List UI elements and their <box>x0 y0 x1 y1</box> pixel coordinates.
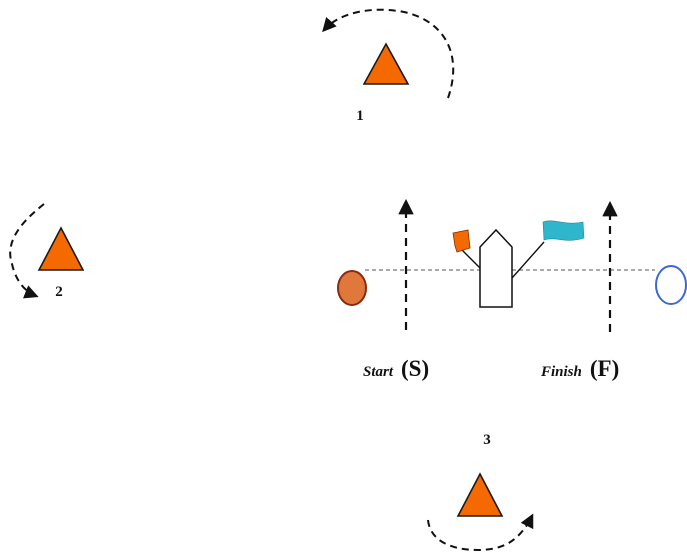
mark-3: 3 <box>427 432 534 552</box>
blue-flag-icon <box>511 220 585 279</box>
start-word: Start <box>363 364 394 380</box>
mark-2-label: 2 <box>55 284 63 300</box>
mark-2: 2 <box>9 203 85 300</box>
finish-label: Finish (F) <box>540 356 619 381</box>
boat-icon <box>479 228 513 308</box>
mark-1-triangle <box>362 42 410 85</box>
rounding-arrow-mark-3 <box>427 513 534 552</box>
orange-buoy-icon <box>337 270 367 306</box>
mark-2-triangle <box>37 226 85 271</box>
rounding-arrow-mark-1 <box>322 8 455 99</box>
start-code: (S) <box>401 356 429 381</box>
orange-flag-icon <box>452 229 481 269</box>
mark-3-triangle <box>456 472 504 517</box>
start-label: Start (S) <box>363 356 429 381</box>
finish-word: Finish <box>540 364 582 380</box>
finish-code: (F) <box>590 356 619 381</box>
mark-1: 1 <box>322 8 455 124</box>
mark-1-label: 1 <box>356 108 364 124</box>
blue-buoy-icon <box>655 265 687 305</box>
rounding-arrow-mark-2 <box>9 203 45 299</box>
mark-3-label: 3 <box>483 432 491 448</box>
